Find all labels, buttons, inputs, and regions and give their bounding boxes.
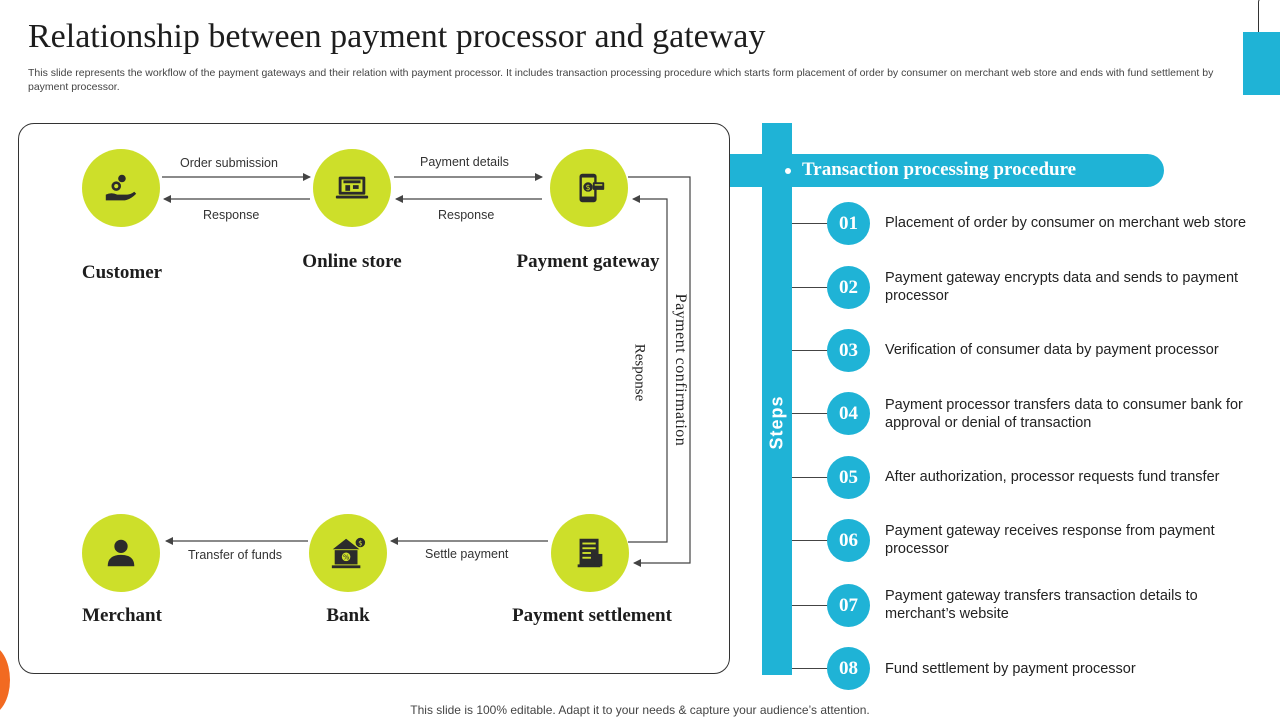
label-settle-payment: Settle payment	[425, 547, 509, 561]
svg-text:%: %	[343, 554, 349, 562]
label-online-store: Online store	[302, 251, 402, 272]
steps-bar	[762, 123, 792, 675]
step-connector	[792, 477, 832, 478]
procedure-header-bar	[730, 154, 1164, 187]
label-transfer-of-funds: Transfer of funds	[188, 548, 283, 562]
orange-decoration	[0, 645, 10, 715]
label-response-1: Response	[203, 208, 260, 222]
page-subtitle: This slide represents the workflow of th…	[28, 67, 1214, 93]
workflow-panel	[18, 123, 730, 674]
step-connector	[792, 668, 832, 669]
label-payment-settlement: Payment settlement	[512, 605, 672, 626]
step-number: 04	[827, 392, 870, 435]
step-text: Fund settlement by payment processor	[885, 661, 1136, 677]
step-text: After authorization, processor requests …	[885, 469, 1220, 485]
hand-coin-icon	[105, 174, 137, 201]
header-dot-icon	[785, 168, 791, 174]
step-number: 07	[827, 584, 870, 627]
node-online-store	[313, 149, 391, 227]
label-payment-details: Payment details	[420, 155, 509, 169]
node-customer	[82, 149, 160, 227]
step-text: Payment gateway receives response from p…	[885, 523, 1215, 557]
step-number: 06	[827, 519, 870, 562]
step-text: Verification of consumer data by payment…	[885, 342, 1219, 358]
label-response-3: Response	[631, 343, 648, 402]
node-merchant	[82, 514, 160, 592]
step-connector	[792, 287, 832, 288]
label-bank: Bank	[326, 605, 370, 626]
node-bank: % $	[309, 514, 387, 592]
footer-note: This slide is 100% editable. Adapt it to…	[410, 703, 870, 717]
label-payment-confirmation: Payment confirmation	[672, 293, 689, 447]
step-text: Placement of order by consumer on mercha…	[885, 215, 1247, 231]
steps-label: Steps	[766, 395, 787, 450]
corner-accent-decoration	[1243, 32, 1280, 95]
node-payment-gateway: $	[550, 149, 628, 227]
invoice-icon	[577, 538, 603, 568]
label-order-submission: Order submission	[180, 156, 278, 170]
person-icon	[107, 539, 135, 567]
svg-text:$: $	[358, 539, 362, 547]
step-connector	[792, 223, 832, 224]
step-number: 01	[827, 202, 870, 245]
label-payment-gateway: Payment gateway	[516, 251, 660, 272]
step-connector	[792, 540, 832, 541]
label-merchant: Merchant	[82, 605, 162, 626]
step-number: 03	[827, 329, 870, 372]
label-response-2: Response	[438, 208, 495, 222]
storefront-laptop-icon	[335, 176, 369, 199]
bank-icon: % $	[331, 537, 366, 569]
step-number: 08	[827, 647, 870, 690]
step-number: 05	[827, 456, 870, 499]
step-connector	[792, 350, 832, 351]
page-title: Relationship between payment processor a…	[28, 18, 766, 55]
step-text: Payment gateway transfers transaction de…	[885, 588, 1198, 622]
procedure-title: Transaction processing procedure	[802, 159, 1077, 180]
mobile-payment-icon: $	[579, 173, 605, 203]
step-text: Payment gateway encrypts data and sends …	[885, 270, 1239, 304]
step-connector	[792, 605, 832, 606]
step-number: 02	[827, 266, 870, 309]
svg-text:$: $	[586, 183, 591, 192]
node-payment-settlement	[551, 514, 629, 592]
label-customer: Customer	[81, 262, 163, 283]
step-connector	[792, 413, 832, 414]
step-text: Payment processor transfers data to cons…	[885, 397, 1243, 431]
